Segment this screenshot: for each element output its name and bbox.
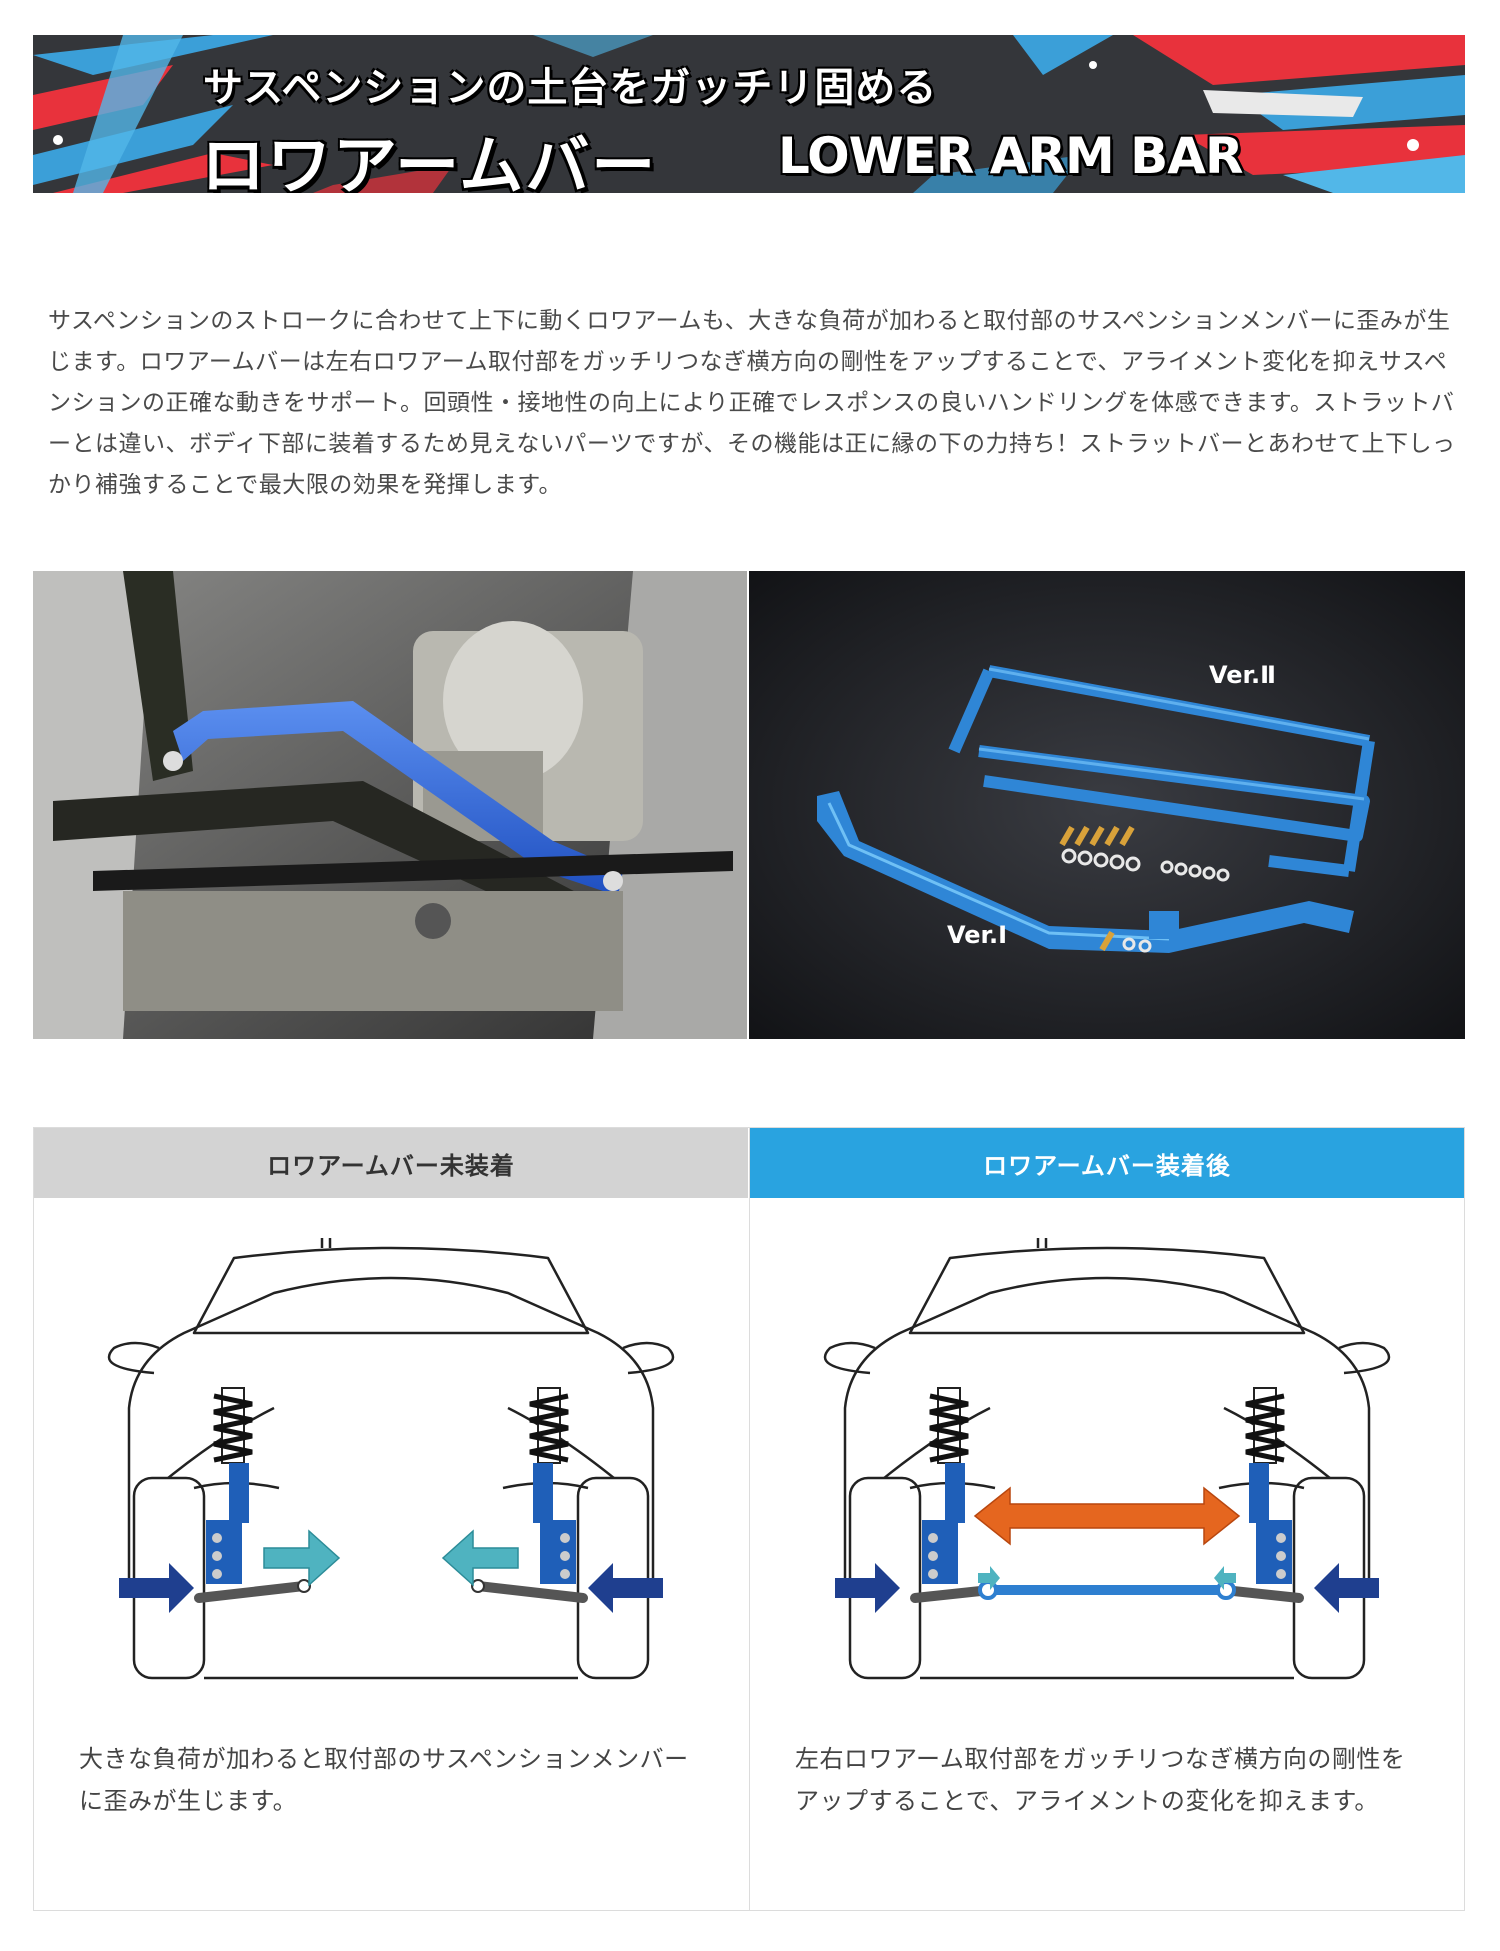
intro-paragraph: サスペンションのストロークに合わせて上下に動くロワアームも、大きな負荷が加わると… [48, 308, 1456, 498]
after-header: ロワアームバー装着後 [750, 1128, 1464, 1198]
right-strut [471, 1387, 588, 1603]
deflection-arrow-left [263, 1529, 341, 1587]
left-strut [194, 1387, 311, 1603]
rigidity-arrow [973, 1486, 1241, 1546]
deflection-arrow-right [441, 1529, 519, 1587]
comparison-section: ロワアームバー未装着 [33, 1127, 1465, 1911]
product-label-ver2: Ver.Ⅱ [1209, 661, 1276, 689]
before-diagram [107, 1238, 675, 1680]
deflection-arrow-right [1214, 1560, 1236, 1590]
before-caption: 大きな負荷が加わると取付部のサスペンションメンバーに歪みが生じます。 [79, 1745, 689, 1815]
inward-force-arrow-left [119, 1563, 194, 1613]
right-strut [1219, 1387, 1304, 1603]
before-panel: ロワアームバー未装着 [34, 1128, 748, 1910]
deflection-arrow-left [978, 1560, 1000, 1590]
banner-title-jp: ロワアームバー [201, 130, 658, 193]
product-illustration: Ver.Ⅱ Ver.Ⅰ [749, 571, 1465, 1039]
paint-splash-background [33, 35, 1465, 193]
banner-title-en: LOWER ARM BAR [778, 127, 1243, 185]
after-panel: ロワアームバー装着後 [749, 1128, 1464, 1910]
installed-photo [33, 571, 747, 1039]
after-diagram [823, 1238, 1391, 1680]
before-header: ロワアームバー未装着 [34, 1128, 748, 1198]
after-caption: 左右ロワアーム取付部をガッチリつなぎ横方向の剛性をアップすることで、アライメント… [795, 1745, 1406, 1815]
hero-banner: サスペンションの土台をガッチリ固める ロワアームバー LOWER ARM BAR [33, 35, 1465, 193]
product-label-ver1: Ver.Ⅰ [947, 921, 1007, 949]
inward-force-arrow-right [1314, 1563, 1379, 1613]
inward-force-arrow-right [588, 1563, 663, 1613]
undercarriage-illustration [33, 571, 747, 1039]
banner-subtitle: サスペンションの土台をガッチリ固める [203, 65, 938, 111]
left-strut [910, 1387, 995, 1603]
inward-force-arrow-left [835, 1563, 900, 1613]
product-photo: Ver.Ⅱ Ver.Ⅰ [749, 571, 1465, 1039]
